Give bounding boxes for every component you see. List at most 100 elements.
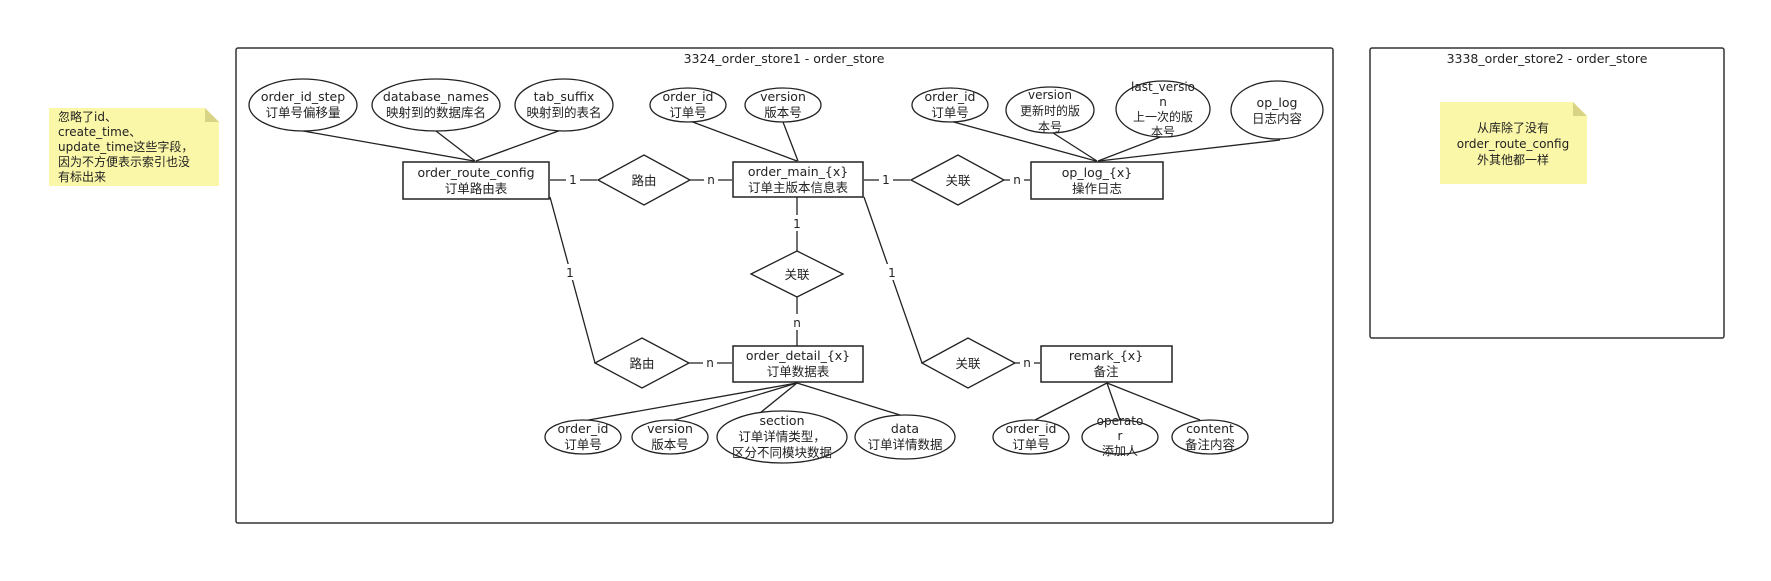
relationship-label: 关联 xyxy=(945,173,971,188)
store2-frame xyxy=(1369,47,1725,339)
left-note: 忽略了id、 create_time、 update_time这些字段， 因为不… xyxy=(49,108,219,186)
store2-title: 3338_order_store2 - order_store xyxy=(1447,51,1648,66)
attribute-desc: 订单详情数据 xyxy=(867,437,942,452)
attribute-desc: 版本号 xyxy=(651,437,689,452)
attribute-data[interactable]: data 订单详情数据 xyxy=(854,414,956,460)
attribute-name: data xyxy=(891,421,919,436)
relationship-diamond[interactable]: 关联 xyxy=(920,337,1017,389)
entity-order-route-config[interactable]: order_route_config 订单路由表 xyxy=(402,161,550,200)
attribute-section[interactable]: section 订单详情类型， 区分不同模块数据 xyxy=(716,410,848,464)
attribute-name: order_id xyxy=(925,89,976,104)
attribute-order-id[interactable]: order_id 订单号 xyxy=(649,87,727,123)
relationship-diamond[interactable]: 路由 xyxy=(596,154,692,206)
entity-name: order_route_config xyxy=(417,165,534,180)
entity-name: order_main_{x} xyxy=(748,164,848,179)
entity-order-detail[interactable]: order_detail_{x} 订单数据表 xyxy=(732,345,864,383)
attribute-desc: 版本号 xyxy=(764,105,802,120)
left-note-line: 忽略了id、 xyxy=(58,109,117,124)
relationship-diamond[interactable]: 关联 xyxy=(749,250,845,298)
entity-subtitle: 订单主版本信息表 xyxy=(748,180,849,195)
attribute-name: order_id xyxy=(663,89,714,104)
attribute-last-version[interactable]: last_versio n 上一次的版 本号 xyxy=(1115,80,1211,139)
cardinality-label: 1 xyxy=(882,173,890,187)
cardinality-label: n xyxy=(1013,173,1021,187)
attribute-desc: 区分不同模块数据 xyxy=(732,445,832,460)
cardinality-label: 1 xyxy=(566,266,574,280)
attribute-order-id[interactable]: order_id 订单号 xyxy=(544,419,622,455)
relationship-label: 路由 xyxy=(631,173,656,188)
attribute-name: section xyxy=(759,413,804,428)
entity-remark[interactable]: remark_{x} 备注 xyxy=(1040,345,1173,383)
right-note-line: 从库除了没有 xyxy=(1477,120,1549,135)
attribute-desc: 订单号 xyxy=(669,105,707,120)
attribute-desc: 添加人 xyxy=(1102,444,1138,458)
cardinality-label: 1 xyxy=(793,217,801,231)
attribute-order-id[interactable]: order_id 订单号 xyxy=(992,419,1070,455)
entity-name: op_log_{x} xyxy=(1062,165,1132,180)
attribute-name: version xyxy=(1028,88,1072,102)
cardinality-label: n xyxy=(793,316,801,330)
attribute-version[interactable]: version 版本号 xyxy=(744,87,822,123)
attribute-name: content xyxy=(1186,421,1234,436)
left-note-line: create_time、 xyxy=(58,125,141,139)
attribute-content[interactable]: content 备注内容 xyxy=(1171,419,1249,455)
attribute-name: order_id xyxy=(558,421,609,436)
attribute-order-id-step[interactable]: order_id_step 订单号偏移量 xyxy=(248,78,358,132)
relationship-diamond[interactable]: 关联 xyxy=(909,154,1006,206)
attribute-order-id[interactable]: order_id 订单号 xyxy=(911,87,989,123)
attribute-operator[interactable]: operato r 添加人 xyxy=(1081,414,1159,458)
cardinality-label: n xyxy=(1023,356,1031,370)
attribute-desc: 日志内容 xyxy=(1252,111,1302,126)
cardinality-label: 1 xyxy=(888,266,896,280)
attribute-database-names[interactable]: database_names 映射到的数据库名 xyxy=(371,78,501,132)
attribute-version[interactable]: version 版本号 xyxy=(631,419,709,455)
relationship-diamond[interactable]: 路由 xyxy=(593,337,691,389)
attribute-desc: 本号 xyxy=(1038,120,1062,134)
attribute-name: database_names xyxy=(383,89,489,104)
attribute-name: n xyxy=(1159,95,1167,109)
attribute-name: order_id_step xyxy=(261,89,345,104)
entity-name: remark_{x} xyxy=(1069,348,1143,363)
attribute-desc: 上一次的版 xyxy=(1133,109,1193,124)
attribute-desc: 映射到的表名 xyxy=(526,105,601,120)
left-note-line: 有标出来 xyxy=(58,170,106,184)
relationship-label: 关联 xyxy=(955,356,981,371)
attribute-name: order_id xyxy=(1006,421,1057,436)
attribute-desc: 更新时的版 xyxy=(1020,103,1080,118)
attribute-desc: 订单号 xyxy=(564,437,602,452)
attribute-desc: 本号 xyxy=(1151,125,1175,139)
left-note-line: update_time这些字段， xyxy=(58,139,193,154)
attribute-name: tab_suffix xyxy=(534,89,595,104)
attribute-desc: 订单详情类型， xyxy=(738,429,826,444)
entity-order-main[interactable]: order_main_{x} 订单主版本信息表 xyxy=(732,161,864,198)
attribute-name: version xyxy=(647,421,693,436)
entity-name: order_detail_{x} xyxy=(746,348,850,363)
attribute-tab-suffix[interactable]: tab_suffix 映射到的表名 xyxy=(514,78,614,132)
attribute-desc: 备注内容 xyxy=(1185,437,1235,452)
attribute-name: last_versio xyxy=(1131,80,1195,94)
attribute-name: r xyxy=(1118,429,1123,443)
right-note: 从库除了没有 order_route_config 外其他都一样 xyxy=(1440,102,1587,184)
cardinality-label: 1 xyxy=(569,173,577,187)
cardinality-label: n xyxy=(707,173,715,187)
left-note-line: 因为不方便表示索引也没 xyxy=(58,154,190,169)
attribute-name: version xyxy=(760,89,806,104)
attribute-version[interactable]: version 更新时的版 本号 xyxy=(1005,86,1095,134)
store1-title: 3324_order_store1 - order_store xyxy=(684,51,885,66)
attribute-desc: 订单号 xyxy=(931,105,969,120)
cardinality-label: n xyxy=(706,356,714,370)
attribute-desc: 订单号偏移量 xyxy=(265,105,340,120)
entity-subtitle: 备注 xyxy=(1093,364,1119,379)
attribute-op-log[interactable]: op_log 日志内容 xyxy=(1230,80,1324,140)
entity-subtitle: 订单数据表 xyxy=(767,364,830,379)
relationship-label: 关联 xyxy=(784,267,810,282)
attribute-name: op_log xyxy=(1257,95,1298,110)
attribute-connectors xyxy=(302,120,1281,422)
right-note-line: 外其他都一样 xyxy=(1477,152,1549,167)
entity-subtitle: 操作日志 xyxy=(1072,181,1122,196)
entity-subtitle: 订单路由表 xyxy=(445,181,508,196)
attribute-name: operato xyxy=(1097,414,1144,428)
entity-op-log[interactable]: op_log_{x} 操作日志 xyxy=(1030,161,1164,200)
relationship-label: 路由 xyxy=(629,356,654,371)
